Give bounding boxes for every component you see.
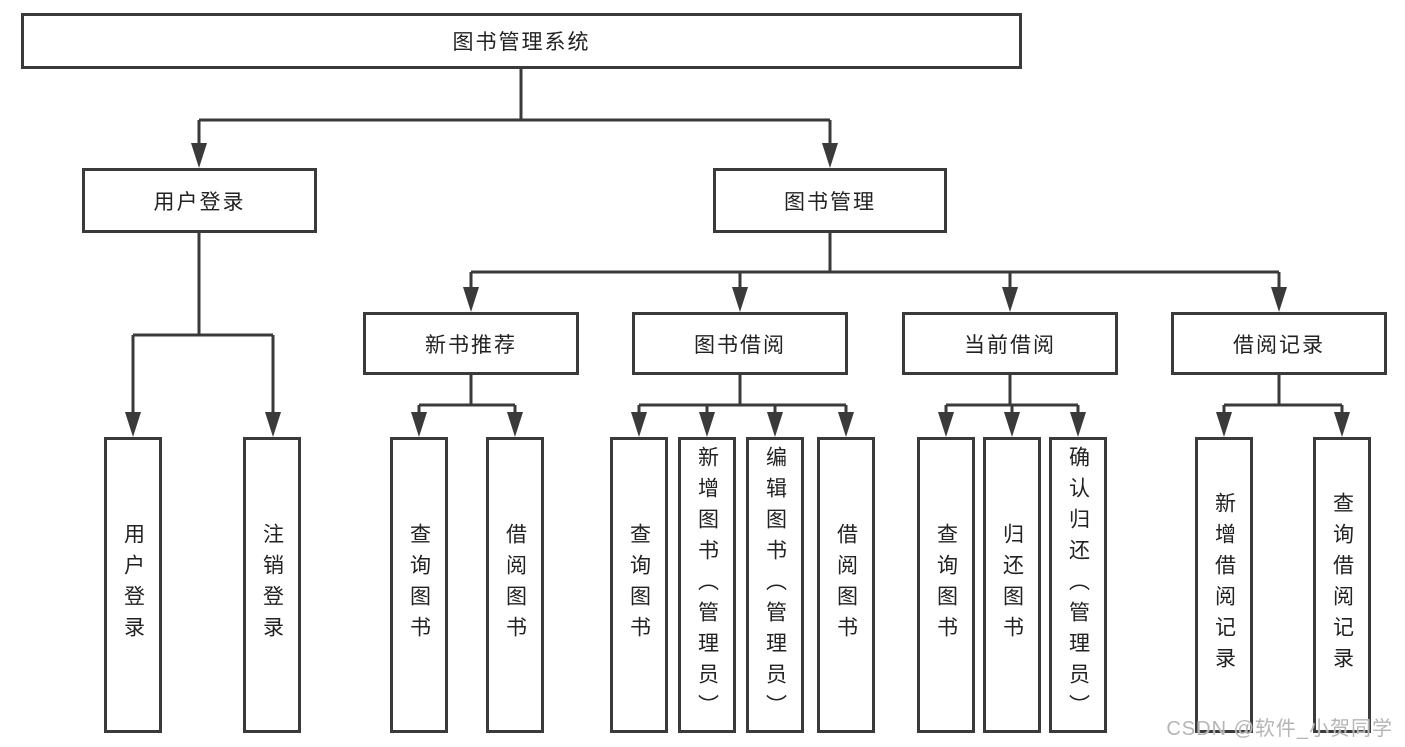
arrowhead-icons	[125, 143, 1350, 437]
leaf-label: 借阅图书	[834, 523, 858, 647]
leaf-bb-edit-books-admin: 编辑图书（管理员）	[746, 437, 804, 733]
leaf-label: 确认归还（管理员）	[1066, 445, 1090, 725]
node-label: 新书推荐	[425, 333, 517, 357]
leaf-bb-query-books: 查询图书	[610, 437, 668, 733]
node-root: 图书管理系统	[21, 13, 1022, 69]
leaf-label: 新增借阅记录	[1212, 492, 1236, 678]
leaf-label: 注销登录	[260, 523, 284, 647]
leaf-br-add-record: 新增借阅记录	[1195, 437, 1253, 733]
node-borrow-records: 借阅记录	[1171, 312, 1387, 375]
node-label: 图书管理系统	[452, 31, 591, 54]
node-label: 借阅记录	[1233, 333, 1325, 357]
leaf-logout: 注销登录	[243, 437, 301, 733]
node-label: 图书借阅	[694, 333, 786, 357]
node-new-book-recommend: 新书推荐	[363, 312, 579, 375]
node-label: 用户登录	[153, 190, 246, 214]
leaf-cb-confirm-return-admin: 确认归还（管理员）	[1049, 437, 1107, 733]
leaf-label: 归还图书	[1000, 523, 1024, 647]
node-current-borrow: 当前借阅	[902, 312, 1118, 375]
node-label: 当前借阅	[964, 333, 1056, 357]
leaf-label: 查询图书	[407, 523, 431, 647]
leaf-nb-borrow-books: 借阅图书	[486, 437, 544, 733]
csdn-watermark: CSDN @软件_小贺同学	[1166, 718, 1393, 740]
leaf-nb-query-books: 查询图书	[390, 437, 448, 733]
leaf-label: 查询图书	[934, 523, 958, 647]
leaf-label: 编辑图书（管理员）	[763, 445, 787, 725]
node-user-login: 用户登录	[82, 168, 317, 233]
node-book-borrow: 图书借阅	[632, 312, 848, 375]
leaf-cb-return-books: 归还图书	[983, 437, 1041, 733]
leaf-bb-borrow-books: 借阅图书	[817, 437, 875, 733]
leaf-label: 用户登录	[121, 523, 145, 647]
leaf-label: 借阅图书	[503, 523, 527, 647]
node-book-management: 图书管理	[713, 168, 947, 233]
tree-edges	[131, 68, 1344, 418]
leaf-label: 查询图书	[627, 523, 651, 647]
leaf-user-login: 用户登录	[104, 437, 162, 733]
leaf-label: 新增图书（管理员）	[695, 445, 719, 725]
leaf-label: 查询借阅记录	[1330, 492, 1354, 678]
leaf-bb-add-books-admin: 新增图书（管理员）	[678, 437, 736, 733]
leaf-br-query-record: 查询借阅记录	[1313, 437, 1371, 733]
node-label: 图书管理	[784, 190, 876, 214]
leaf-cb-query-books: 查询图书	[917, 437, 975, 733]
